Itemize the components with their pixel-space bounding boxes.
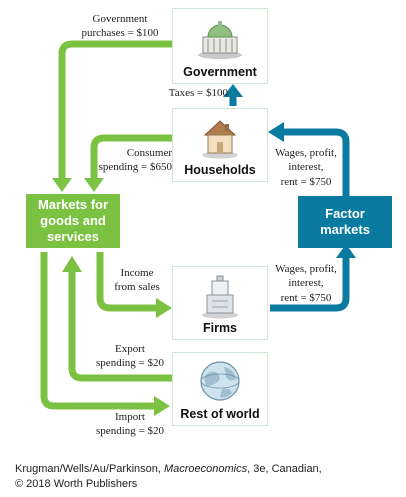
factor-market-label-line: markets — [320, 222, 370, 237]
factor-markets-box: Factor markets — [298, 196, 392, 248]
credit-book-title: Macroeconomics — [163, 463, 248, 475]
flow-label-line: Consumer — [126, 147, 172, 159]
wages-to-households-label: Wages, profit, interest, rent = $750 — [272, 146, 340, 189]
goods-market-label: Markets for goods and services — [38, 197, 108, 246]
export-spending-label: Export spending = $20 — [88, 342, 172, 371]
consumer-spending-arrow — [90, 134, 172, 180]
income-from-sales-arrowhead — [156, 298, 172, 318]
wages-from-firms-arrowhead — [336, 244, 356, 258]
flow-label-line: Import — [115, 411, 145, 423]
flow-label-line: Income — [120, 267, 154, 279]
globe-icon — [200, 361, 240, 401]
wages-from-firms-arrow — [270, 256, 350, 312]
goods-services-market-box: Markets for goods and services — [26, 194, 120, 248]
income-from-sales-label: Income from sales — [110, 266, 164, 295]
source-credit: Krugman/Wells/Au/Parkinson, Macroeconomi… — [15, 462, 322, 492]
credit-line-1: Krugman/Wells/Au/Parkinson, Macroeconomi… — [15, 462, 322, 477]
rest-of-world-label: Rest of world — [180, 407, 260, 421]
flow-label-line: purchases = $100 — [81, 27, 159, 40]
wages-from-firms-label: Wages, profit, interest, rent = $750 — [272, 262, 340, 305]
government-purchases-arrow — [58, 40, 172, 180]
flow-label-line: rent = $750 — [280, 175, 332, 188]
factory-building-icon — [202, 275, 238, 319]
flow-label-line: Taxes = $100 — [168, 87, 228, 99]
wages-to-households-arrowhead — [268, 122, 284, 142]
firms-box: Firms — [172, 266, 268, 340]
consumer-spending-label: Consumer spending = $650 — [94, 146, 172, 175]
flow-label-line: spending = $650 — [98, 161, 172, 174]
flow-label-line: spending = $20 — [96, 357, 164, 370]
flow-label-line: Export — [115, 343, 145, 355]
factor-market-label: Factor markets — [320, 206, 370, 239]
households-box: Households — [172, 108, 268, 182]
goods-market-label-line: services — [46, 229, 100, 245]
factor-market-label-line: Factor — [325, 205, 365, 221]
flow-label-line: Wages, profit, — [275, 147, 337, 159]
government-purchases-arrowhead — [52, 178, 72, 192]
flow-label-line: interest, — [288, 161, 324, 174]
firms-label: Firms — [202, 321, 238, 335]
government-label: Government — [183, 65, 257, 79]
flow-label-line: from sales — [114, 281, 160, 294]
consumer-spending-arrowhead — [84, 178, 104, 192]
export-spending-arrow — [68, 270, 172, 382]
flow-label-line: Wages, profit, — [275, 263, 337, 275]
flow-label-line: spending = $20 — [96, 425, 164, 438]
credit-line-2: © 2018 Worth Publishers — [15, 477, 138, 490]
income-from-sales-arrow — [96, 252, 158, 312]
house-icon — [202, 120, 238, 159]
wages-to-households-arrow — [282, 128, 350, 196]
goods-market-label-line: goods and — [40, 212, 106, 228]
import-spending-arrowhead — [154, 396, 170, 416]
flow-label-line: rent = $750 — [280, 291, 332, 304]
taxes-label: Taxes = $100 — [152, 86, 228, 100]
export-spending-arrowhead — [62, 256, 82, 272]
rest-of-world-box: Rest of world — [172, 352, 268, 426]
credit-edition: , 3e, Canadian, — [247, 463, 322, 475]
import-spending-arrow — [40, 252, 156, 410]
goods-market-label-line: Markets for — [37, 196, 109, 212]
flow-label-line: Government — [92, 13, 148, 25]
credit-authors: Krugman/Wells/Au/Parkinson, — [15, 463, 164, 475]
government-box: Government — [172, 8, 268, 84]
households-label: Households — [184, 163, 256, 177]
import-spending-label: Import spending = $20 — [88, 410, 172, 439]
flow-label-line: interest, — [288, 277, 324, 290]
taxes-arrowhead — [223, 84, 243, 97]
government-building-icon — [198, 21, 242, 59]
government-purchases-label: Government purchases = $100 — [70, 12, 170, 41]
